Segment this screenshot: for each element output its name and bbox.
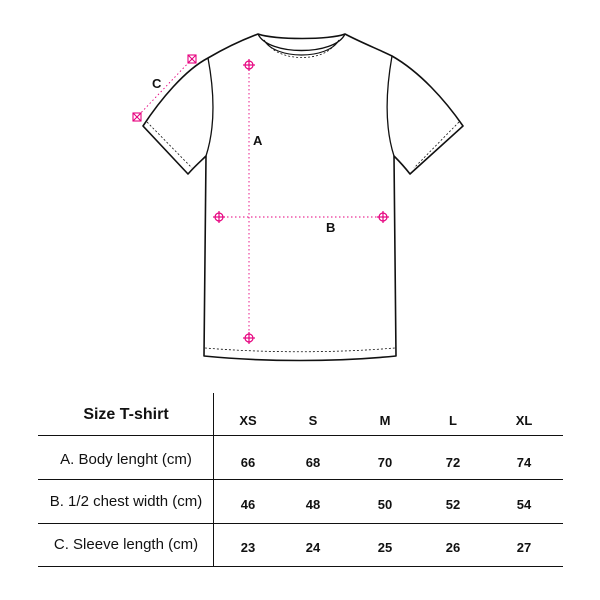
table-cell: 24 xyxy=(305,540,321,555)
dimension-label-a: A xyxy=(253,133,263,148)
table-cell: 72 xyxy=(445,455,461,470)
table-row-divider xyxy=(38,479,563,480)
left-sleeve-hem xyxy=(146,121,193,169)
row-label-sleeve-length: C. Sleeve length (cm) xyxy=(53,536,199,553)
dimension-label-b: B xyxy=(326,220,335,235)
size-header-xl: XL xyxy=(515,413,533,428)
left-sleeve-seam xyxy=(205,57,214,157)
row-label-chest-width: B. 1/2 chest width (cm) xyxy=(49,493,203,510)
table-cell: 52 xyxy=(445,497,461,512)
table-cell: 68 xyxy=(305,455,321,470)
table-cell: 46 xyxy=(240,497,256,512)
tshirt-diagram: A B C xyxy=(132,33,464,362)
row-label-body-length: A. Body lenght (cm) xyxy=(60,451,192,468)
square-x-icon xyxy=(187,54,197,64)
right-sleeve-hem xyxy=(413,121,460,169)
table-cell: 23 xyxy=(240,540,256,555)
crosshair-icon xyxy=(377,211,389,223)
dimension-label-c: C xyxy=(152,76,162,91)
size-header-m: M xyxy=(379,413,391,428)
table-cell: 66 xyxy=(240,455,256,470)
square-x-icon xyxy=(132,112,142,122)
bottom-hem xyxy=(204,347,396,353)
crosshair-icon xyxy=(243,59,255,71)
table-row-divider xyxy=(38,566,563,567)
crosshair-icon xyxy=(243,332,255,344)
table-cell: 26 xyxy=(445,540,461,555)
table-cell: 27 xyxy=(516,540,532,555)
table-cell: 74 xyxy=(516,455,532,470)
size-header-xs: XS xyxy=(239,413,257,428)
table-cell: 25 xyxy=(377,540,393,555)
size-header-l: L xyxy=(449,413,457,428)
table-column-divider xyxy=(213,393,214,567)
size-header-s: S xyxy=(308,413,318,428)
tshirt-outline-icon xyxy=(142,33,464,362)
table-cell: 48 xyxy=(305,497,321,512)
table-row-divider xyxy=(38,523,563,524)
crosshair-icon xyxy=(213,211,225,223)
right-sleeve-seam xyxy=(386,55,395,157)
table-cell: 54 xyxy=(516,497,532,512)
collar-stitch xyxy=(267,43,336,58)
dimension-line-c xyxy=(136,58,193,118)
table-cell: 70 xyxy=(377,455,393,470)
table-title: Size T-shirt xyxy=(83,406,169,423)
table-row-divider xyxy=(38,435,563,436)
collar-outer xyxy=(257,33,346,52)
table-cell: 50 xyxy=(377,497,393,512)
